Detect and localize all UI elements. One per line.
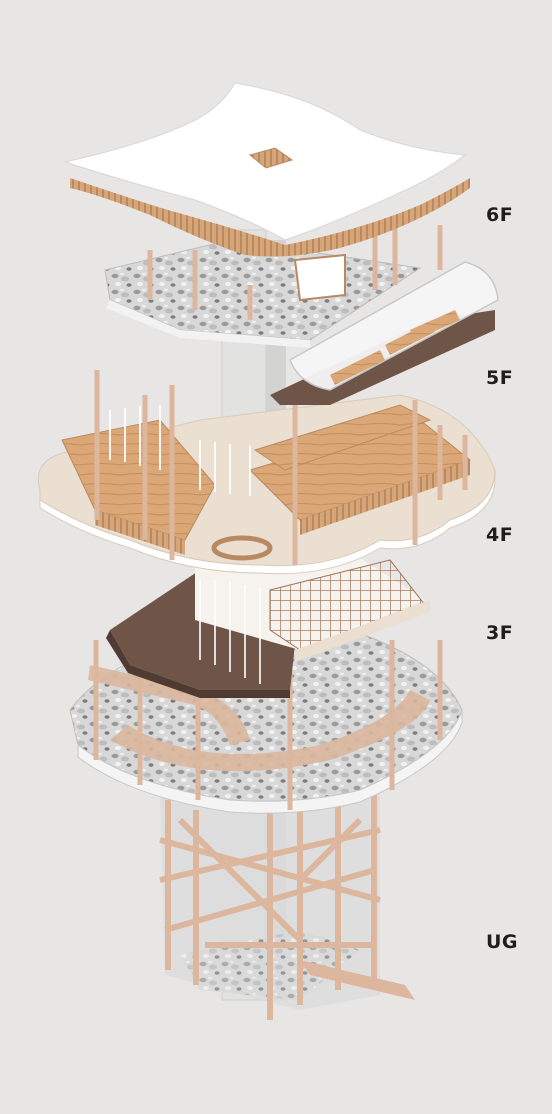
floor-label-3f: 3F (486, 622, 514, 644)
ug-level (159, 755, 415, 1020)
floor-label-ug: UG (486, 931, 519, 953)
6f-roof (62, 82, 470, 257)
floor-label-5f: 5F (486, 367, 514, 389)
floor-label-6f: 6F (486, 204, 514, 226)
5f-level (104, 220, 499, 405)
3f-level (106, 545, 430, 698)
ug-timber-frame (159, 770, 381, 1020)
4f-level (38, 370, 496, 575)
floor-label-4f: 4F (486, 524, 514, 546)
